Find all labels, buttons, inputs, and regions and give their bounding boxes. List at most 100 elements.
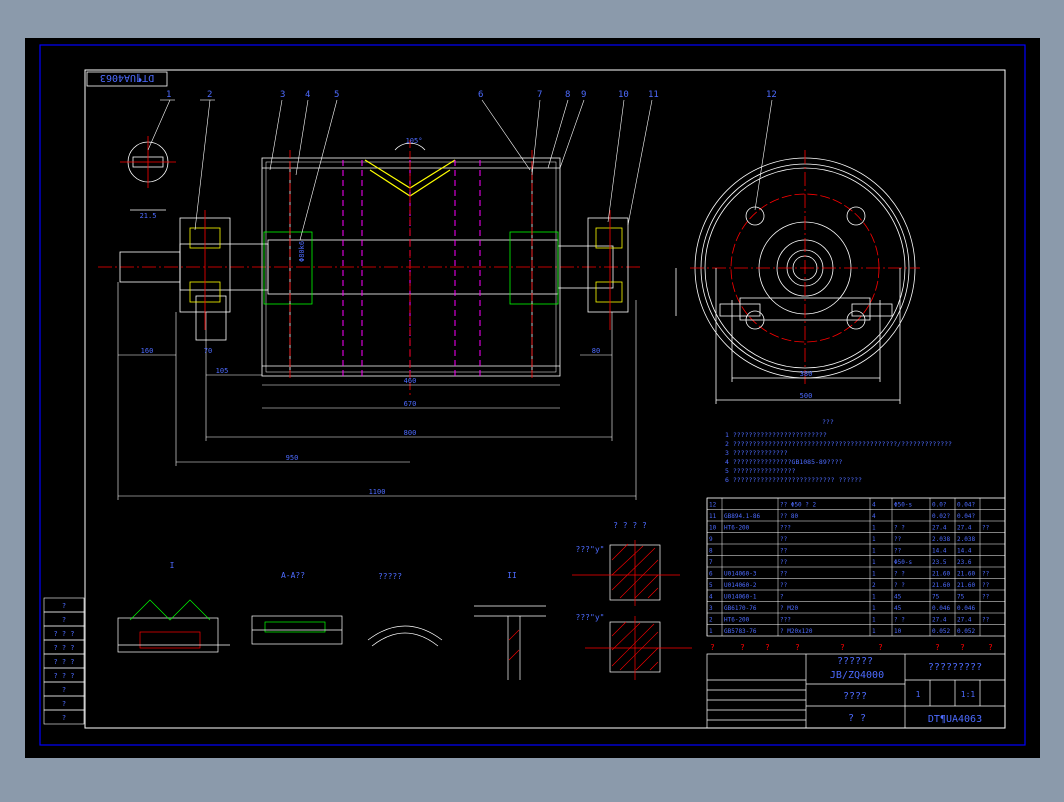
bom-cell: 3 xyxy=(709,605,713,612)
revision-cell: ? ? ? xyxy=(53,672,74,680)
svg-text:160: 160 xyxy=(141,347,154,355)
bom-cell: 2.038 xyxy=(932,536,950,543)
bom-cell: U014060-3 xyxy=(724,571,757,578)
svg-text:6 ??????????????????????????: 6 ?????????????????????????? ?????? xyxy=(725,476,862,484)
bom-header-row: ??? ??? ??? xyxy=(710,643,993,652)
bom-cell: U014060-1 xyxy=(724,594,757,601)
bom-cell: 10 xyxy=(709,525,717,532)
svg-text:11: 11 xyxy=(648,90,659,100)
bom-cell: 14.4 xyxy=(932,548,947,555)
bom-cell: 0.052 xyxy=(932,628,950,635)
svg-text:7: 7 xyxy=(537,90,542,100)
svg-text:3 ??????????????: 3 ?????????????? xyxy=(725,449,788,457)
bom-cell: 11 xyxy=(709,513,717,520)
bom-cell: 0.04? xyxy=(957,502,975,509)
svg-text:950: 950 xyxy=(286,454,299,462)
svg-text:? ?: ? ? xyxy=(848,713,866,724)
title-block-text: ?????? JB/ZQ4000 ????????? ???? ? ? DT¶U… xyxy=(830,656,982,725)
bom-cell: 75 xyxy=(957,594,965,601)
title-block xyxy=(706,653,1006,729)
technical-notes: ??? 1 ???????????????????????? 2 ???????… xyxy=(725,418,952,484)
svg-text:80: 80 xyxy=(592,347,600,355)
svg-text:????: ???? xyxy=(843,691,867,702)
bom-cell: 0.046 xyxy=(957,605,975,612)
bom-cell: ? ? xyxy=(894,582,905,589)
svg-text:?: ? xyxy=(765,643,770,652)
bom-cell: 21.60 xyxy=(932,571,950,578)
inner-frame xyxy=(84,69,1006,729)
section-hatch xyxy=(508,543,659,671)
revision-cell: ? xyxy=(62,602,66,610)
bom-cell: 23.6 xyxy=(957,559,972,566)
svg-text:4 ???????????????GB1085-89???: 4 ???????????????GB1085-89???? xyxy=(725,458,842,466)
shaft-tolerance-text: Φ80k6 xyxy=(298,241,306,262)
svg-text:1: 1 xyxy=(166,90,171,100)
bom-cell: 27.4 xyxy=(932,617,947,624)
svg-text:70: 70 xyxy=(204,347,212,355)
bom-cell: 1 xyxy=(872,525,876,532)
bom-cell: 0.02? xyxy=(932,513,950,520)
svg-text:?: ? xyxy=(935,643,940,652)
chevron-angle-text: 105° xyxy=(406,137,423,145)
svg-text:DT¶UA4063: DT¶UA4063 xyxy=(928,714,982,725)
bom-cell: 9 xyxy=(709,536,713,543)
bom-cell: ?? xyxy=(780,571,788,578)
bom-cell: HT6-200 xyxy=(724,525,750,532)
bom-cell: 1 xyxy=(872,594,876,601)
dimension-lines xyxy=(117,282,637,500)
svg-text:12: 12 xyxy=(766,90,777,100)
bom-cell: 12 xyxy=(709,502,717,509)
bom-cell: 0.04? xyxy=(957,513,975,520)
bom-cell: 0.052 xyxy=(957,628,975,635)
svg-text:?: ? xyxy=(878,643,883,652)
bom-cell: GB6170-76 xyxy=(724,605,757,612)
bom-cell: Φ50-s xyxy=(894,559,912,566)
svg-text:2: 2 xyxy=(207,90,212,100)
bom-cell: ?? xyxy=(982,571,990,578)
revision-cell: ? ? ? xyxy=(53,630,74,638)
bom-cell: 2 xyxy=(709,617,713,624)
revision-cell: ? ? ? xyxy=(53,644,74,652)
svg-text:?????????: ????????? xyxy=(928,662,982,673)
svg-text:? ? ? ?: ? ? ? ? xyxy=(613,521,647,530)
bom-cell: ??? xyxy=(780,617,791,624)
svg-text:2 ???????????????????????????: 2 ??????????????????????????????????????… xyxy=(725,440,952,448)
svg-text:?: ? xyxy=(710,643,715,652)
bom-cell: ?? xyxy=(982,617,990,624)
bom-cell: 1 xyxy=(872,571,876,578)
svg-text:380: 380 xyxy=(800,370,813,378)
bom-cell: 0.0? xyxy=(932,502,947,509)
svg-text:800: 800 xyxy=(404,429,417,437)
svg-text:???"y": ???"y" xyxy=(576,545,605,554)
svg-text:?: ? xyxy=(960,643,965,652)
svg-text:9: 9 xyxy=(581,90,586,100)
balloon-numbers: 1 2 3 4 5 6 7 8 9 10 11 12 xyxy=(166,90,777,100)
dimension-texts: 1100 950 800 670 460 160 70 80 105 xyxy=(141,347,601,496)
bom-cell: 27.4 xyxy=(932,525,947,532)
bom-cell: 0.046 xyxy=(932,605,950,612)
bom-cell: ?? xyxy=(894,548,902,555)
bom-cell: U014060-2 xyxy=(724,582,757,589)
bom-cell: HT6-200 xyxy=(724,617,750,624)
svg-text:5: 5 xyxy=(334,90,339,100)
revision-cell: ? xyxy=(62,686,66,694)
section-details xyxy=(117,540,692,680)
revision-cell: ? xyxy=(62,616,66,624)
bom-cell: 6 xyxy=(709,571,713,578)
bom-cell: GB894.1-86 xyxy=(724,513,761,520)
svg-text:1100: 1100 xyxy=(369,488,386,496)
bom-cell: 23.5 xyxy=(932,559,947,566)
svg-text:5 ????????????????: 5 ???????????????? xyxy=(725,467,796,475)
bom-cell: ? ? xyxy=(894,617,905,624)
bom-cell: Φ50-s xyxy=(894,502,912,509)
svg-text:JB/ZQ4000: JB/ZQ4000 xyxy=(830,670,884,681)
bom-cell: ?? xyxy=(894,536,902,543)
bom-cell: 21.60 xyxy=(957,571,975,578)
svg-text:105: 105 xyxy=(216,367,229,375)
bom-cell: ? M20 xyxy=(780,605,798,612)
bom-cell: ? M20x120 xyxy=(780,628,813,635)
svg-text:?: ? xyxy=(740,643,745,652)
